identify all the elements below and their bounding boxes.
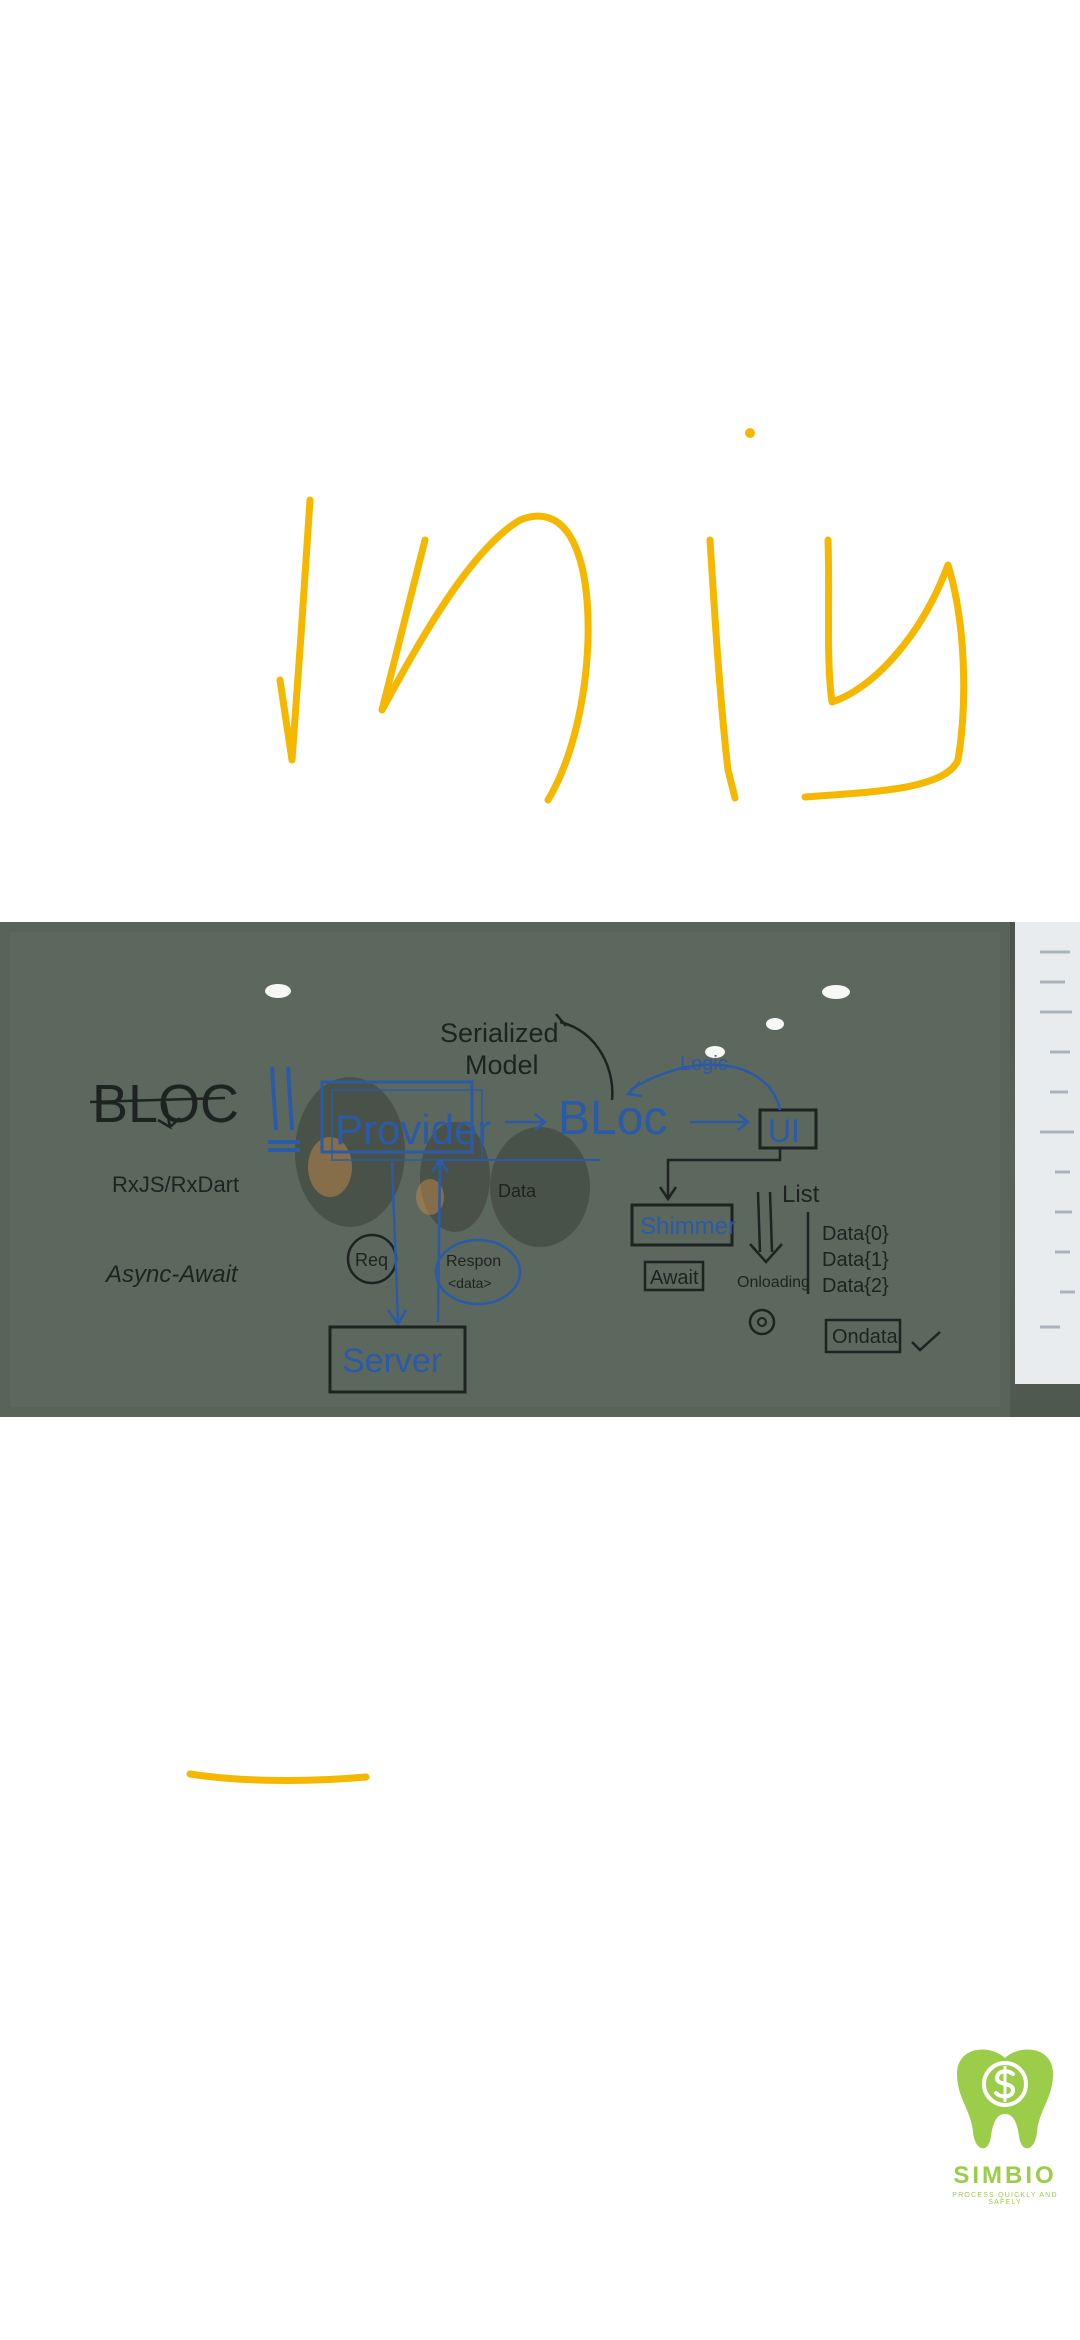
- board-shimmer-box: [630, 1203, 734, 1247]
- board-async: Async-Await: [104, 1261, 239, 1288]
- logo-name: SIMBIO: [953, 2162, 1057, 2189]
- ink-stroke-1: [276, 496, 314, 764]
- board-data-1: Data{1}: [822, 1249, 889, 1271]
- board-rxjs: RxJS/RxDart: [112, 1172, 239, 1197]
- ink-strokes: [186, 428, 968, 1784]
- board-model: Model: [465, 1050, 539, 1080]
- board-ui: UI: [768, 1113, 800, 1149]
- board-ondata: Ondata: [832, 1326, 898, 1348]
- board-onloading: Onloading: [737, 1274, 810, 1291]
- board-await: Await: [650, 1267, 699, 1289]
- ink-stroke-5: [186, 1770, 370, 1784]
- board-data-label: Data: [498, 1181, 537, 1201]
- board-provider-box: [320, 1080, 474, 1154]
- board-data-tag: <data>: [448, 1275, 492, 1291]
- ink-stroke-3: [706, 536, 739, 802]
- board-shimmer: Shimmer: [640, 1213, 736, 1240]
- logo-tagline: PROCESS QUICKLY AND SAFELY: [952, 2192, 1058, 2206]
- tooth-dollar-icon: [957, 2049, 1053, 2149]
- simbio-logo: SIMBIO PROCESS QUICKLY AND SAFELY: [935, 2040, 1075, 2210]
- board-server: Server: [342, 1342, 442, 1380]
- board-data-2: Data{2}: [822, 1275, 889, 1297]
- board-ui-box: [758, 1108, 818, 1150]
- ink-stroke-4: [801, 536, 968, 801]
- ink-stroke-2: [378, 512, 592, 804]
- board-server-box: [328, 1325, 467, 1394]
- board-bloc: BLoc: [558, 1092, 667, 1145]
- board-logic: Logic: [680, 1053, 728, 1075]
- board-data-0: Data{0}: [822, 1223, 889, 1245]
- background-monitor: [1015, 922, 1080, 1384]
- board-req: Req: [355, 1250, 388, 1270]
- board-provider: Provider: [335, 1106, 491, 1153]
- board-ondata-box: [824, 1318, 902, 1354]
- board-respon: Respon: [446, 1253, 501, 1270]
- board-list: List: [782, 1181, 820, 1208]
- board-await-box: [643, 1260, 705, 1292]
- board-serialized: Serialized: [440, 1018, 559, 1048]
- ink-dot: [745, 428, 755, 438]
- whiteboard-photo: BLOC RxJS/RxDart Async-Await Provider BL…: [0, 922, 1080, 1417]
